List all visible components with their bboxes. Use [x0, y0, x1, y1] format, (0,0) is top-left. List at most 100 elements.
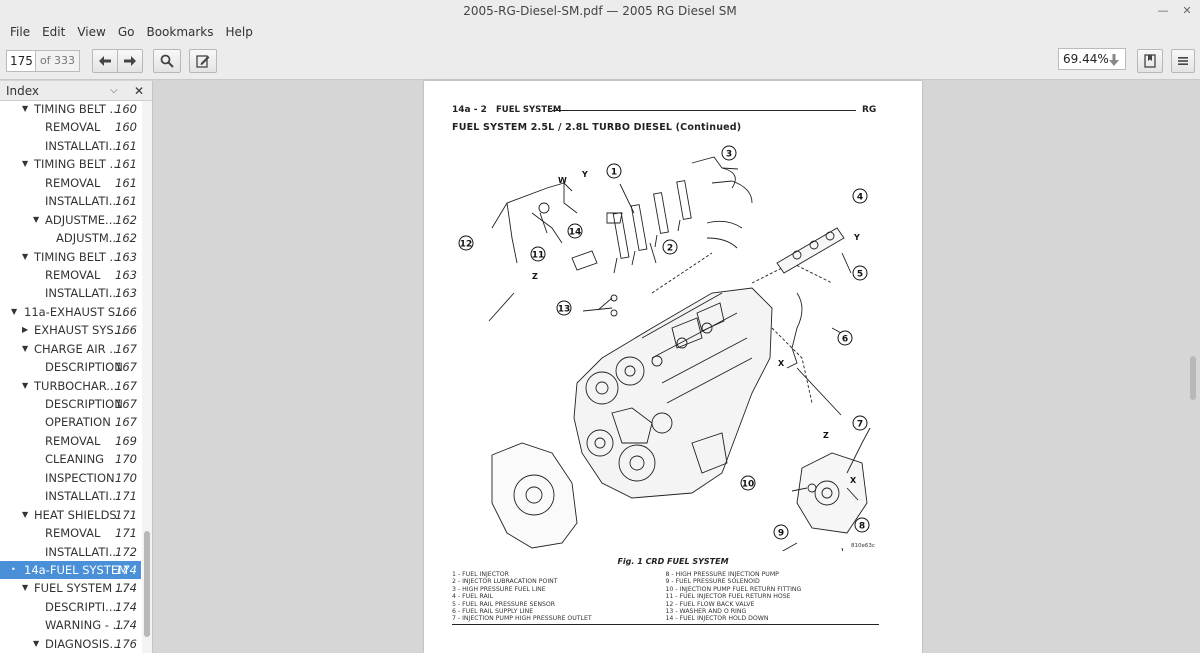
outline-item-label: WARNING - ... [45, 618, 124, 633]
chevron-down-icon[interactable]: ⌵ [110, 85, 118, 96]
outline-item[interactable]: INSTALLATI...161 [0, 137, 141, 155]
outline-item-page: 174 [115, 599, 137, 614]
outline-item-page: 166 [115, 323, 137, 338]
minimize-icon[interactable]: — [1157, 4, 1169, 17]
arrow-right-icon [124, 56, 136, 66]
expanded-triangle-icon[interactable]: ▼ [22, 380, 29, 390]
outline-item[interactable]: ▼TIMING BELT ...160 [0, 100, 141, 118]
outline-item[interactable]: ▼TURBOCHAR...167 [0, 377, 141, 395]
callout-5: 5 [857, 270, 863, 280]
outline-item[interactable]: ▼DIAGNOSIS...176 [0, 635, 141, 653]
outline-item-label: TURBOCHAR... [34, 378, 118, 393]
outline-item-page: 162 [115, 212, 137, 227]
outline-item-label: CLEANING [45, 452, 105, 467]
menu-help[interactable]: Help [225, 25, 253, 39]
sidebar-scrollbar[interactable] [142, 101, 152, 653]
outline-item-label: EXHAUST SYS... [34, 323, 125, 338]
outline-item[interactable]: DESCRIPTI...174 [0, 598, 141, 616]
legend-item: 7 - INJECTION PUMP HIGH PRESSURE OUTLET [452, 615, 592, 623]
outline-item-label: REMOVAL [45, 175, 101, 190]
outline-item[interactable]: INSTALLATI...161 [0, 192, 141, 210]
callout-3: 3 [726, 150, 732, 160]
zoom-select[interactable]: 69.44% [1058, 48, 1126, 70]
axis-label-y: Y [581, 170, 588, 179]
outline-item[interactable]: ADJUSTM...162 [0, 229, 141, 247]
expanded-triangle-icon[interactable]: ▼ [33, 638, 40, 648]
menu-file[interactable]: File [10, 25, 31, 39]
document-scrollbar-thumb[interactable] [1190, 356, 1196, 400]
outline-item-page: 170 [115, 470, 137, 485]
bullet-icon[interactable]: • [11, 564, 16, 574]
bookmark-button[interactable] [1137, 49, 1163, 73]
outline-item-label: DESCRIPTION [45, 397, 123, 411]
search-button[interactable] [153, 49, 181, 73]
menu-bar: File Edit View Go Bookmarks Help [0, 22, 1200, 42]
outline-item-label: HEAT SHIELDS [34, 507, 117, 522]
outline-item-label: INSTALLATI... [45, 286, 120, 301]
expanded-triangle-icon[interactable]: ▼ [22, 509, 29, 519]
legend-item: 14 - FUEL INJECTOR HOLD DOWN [665, 615, 769, 623]
annotate-button[interactable] [189, 49, 217, 73]
outline-item[interactable]: INSTALLATI...172 [0, 543, 141, 561]
outline-item[interactable]: ▼CHARGE AIR ...167 [0, 340, 141, 358]
outline-item-label: INSPECTION [45, 470, 115, 485]
expanded-triangle-icon[interactable]: ▼ [22, 159, 29, 169]
outline-item-page: 172 [115, 544, 137, 559]
callout-14: 14 [569, 228, 582, 238]
outline-item[interactable]: ▼11a-EXHAUST S...166 [0, 303, 141, 321]
document-scrollbar[interactable] [1186, 81, 1200, 653]
expanded-triangle-icon[interactable]: ▼ [11, 306, 18, 316]
outline-item[interactable]: ▼TIMING BELT ...163 [0, 248, 141, 266]
expanded-triangle-icon[interactable]: ▼ [22, 104, 29, 113]
legend-item: 12 - FUEL FLOW BACK VALVE [665, 600, 755, 608]
outline-item-label: INSTALLATI... [45, 194, 120, 209]
callout-7: 7 [857, 420, 863, 430]
callout-11: 11 [532, 251, 545, 261]
outline-item[interactable]: ▼FUEL SYSTEM ...174 [0, 579, 141, 597]
legend-item: 1 - FUEL INJECTOR [452, 571, 509, 578]
outline-item[interactable]: ▼TIMING BELT ...161 [0, 155, 141, 173]
expanded-triangle-icon[interactable]: ▼ [22, 343, 29, 353]
outline-item[interactable]: ▶ EXHAUST SYS...166 [0, 321, 141, 339]
outline-item-page: 167 [115, 360, 137, 375]
outline-item[interactable]: INSTALLATI...171 [0, 487, 141, 505]
sidebar-scrollbar-thumb[interactable] [144, 531, 150, 637]
axis-label-x2: X [850, 476, 857, 485]
legend-item: 6 - FUEL RAIL SUPPLY LINE [452, 608, 534, 616]
page-header-model: RG [862, 105, 877, 115]
figure-caption: Fig. 1 CRD FUEL SYSTEM [617, 557, 729, 566]
outline-item[interactable]: ▼ADJUSTME...162 [0, 211, 141, 229]
next-page-button[interactable] [117, 49, 143, 73]
menu-view[interactable]: View [77, 25, 106, 39]
axis-label-z: Z [532, 272, 538, 281]
outline-item-label: INSTALLATI... [45, 544, 120, 559]
previous-page-button[interactable] [92, 49, 118, 73]
menu-edit[interactable]: Edit [42, 25, 66, 39]
expanded-triangle-icon[interactable]: ▼ [22, 583, 29, 593]
close-icon[interactable]: ✕ [1182, 4, 1192, 17]
menu-button[interactable] [1171, 49, 1195, 73]
outline-item-page: 169 [115, 433, 137, 448]
collapsed-triangle-icon[interactable]: ▶ [22, 325, 29, 335]
window-title: 2005-RG-Diesel-SM.pdf — 2005 RG Diesel S… [463, 4, 737, 18]
menu-go[interactable]: Go [117, 25, 135, 39]
menu-bookmarks[interactable]: Bookmarks [146, 25, 214, 39]
expanded-triangle-icon[interactable]: ▼ [22, 251, 29, 261]
outline-item[interactable]: WARNING - ...174 [0, 616, 141, 634]
close-sidebar-icon[interactable]: ✕ [134, 84, 145, 98]
outline-item[interactable]: INSTALLATI...163 [0, 284, 141, 302]
page-number-input[interactable]: 175 [6, 50, 36, 72]
expanded-triangle-icon[interactable]: ▼ [33, 214, 40, 224]
